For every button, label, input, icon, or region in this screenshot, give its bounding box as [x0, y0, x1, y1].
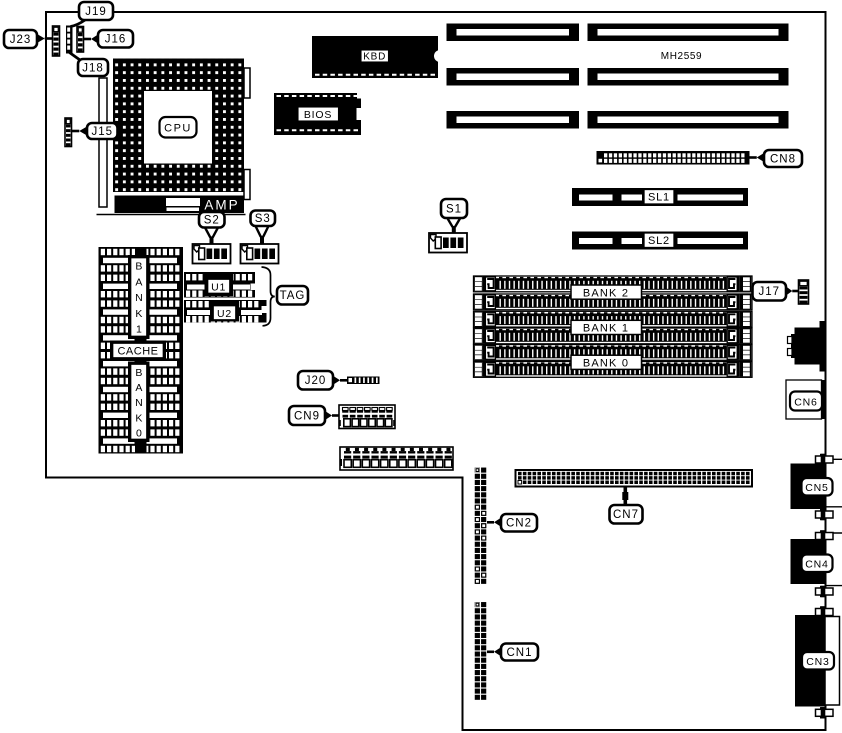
svg-text:CN1: CN1: [506, 647, 532, 659]
svg-text:J16: J16: [105, 34, 127, 46]
svg-text:B: B: [135, 261, 142, 273]
svg-text:K: K: [135, 308, 142, 320]
svg-text:J17: J17: [758, 286, 780, 298]
svg-text:CN5: CN5: [805, 482, 828, 494]
svg-text:KBD: KBD: [363, 52, 386, 63]
svg-text:U1: U1: [211, 281, 226, 293]
svg-text:B: B: [135, 367, 142, 379]
svg-text:CN2: CN2: [506, 518, 532, 530]
svg-text:BANK 2: BANK 2: [583, 287, 629, 299]
svg-text:CN8: CN8: [770, 153, 796, 165]
svg-text:J19: J19: [85, 6, 107, 18]
svg-text:S3: S3: [255, 213, 271, 225]
svg-text:CN7: CN7: [613, 509, 639, 521]
svg-text:MH2559: MH2559: [661, 51, 702, 62]
svg-text:0: 0: [136, 427, 142, 439]
svg-text:BANK 1: BANK 1: [583, 323, 629, 335]
svg-text:SL2: SL2: [648, 235, 670, 247]
svg-text:S2: S2: [204, 215, 220, 227]
svg-text:1: 1: [136, 324, 142, 336]
svg-text:N: N: [135, 292, 143, 304]
svg-text:A: A: [135, 276, 142, 288]
svg-text:CN3: CN3: [806, 656, 829, 668]
svg-text:CPU: CPU: [164, 123, 192, 135]
svg-text:CACHE: CACHE: [117, 346, 158, 358]
svg-text:BIOS: BIOS: [304, 109, 332, 121]
svg-text:CN6: CN6: [794, 396, 817, 408]
svg-text:J20: J20: [305, 375, 327, 387]
svg-text:K: K: [135, 412, 142, 424]
svg-text:U2: U2: [217, 308, 232, 320]
svg-text:AMP: AMP: [204, 198, 239, 213]
svg-text:TAG: TAG: [280, 290, 306, 302]
svg-text:CN9: CN9: [294, 410, 320, 422]
svg-text:J23: J23: [10, 34, 32, 46]
svg-text:SL1: SL1: [648, 192, 670, 204]
svg-text:A: A: [135, 382, 142, 394]
svg-text:S1: S1: [446, 203, 462, 215]
svg-text:J18: J18: [82, 62, 104, 74]
svg-text:CN4: CN4: [805, 559, 828, 571]
svg-text:N: N: [135, 397, 143, 409]
svg-text:J15: J15: [91, 126, 113, 138]
svg-text:BANK 0: BANK 0: [583, 358, 629, 370]
